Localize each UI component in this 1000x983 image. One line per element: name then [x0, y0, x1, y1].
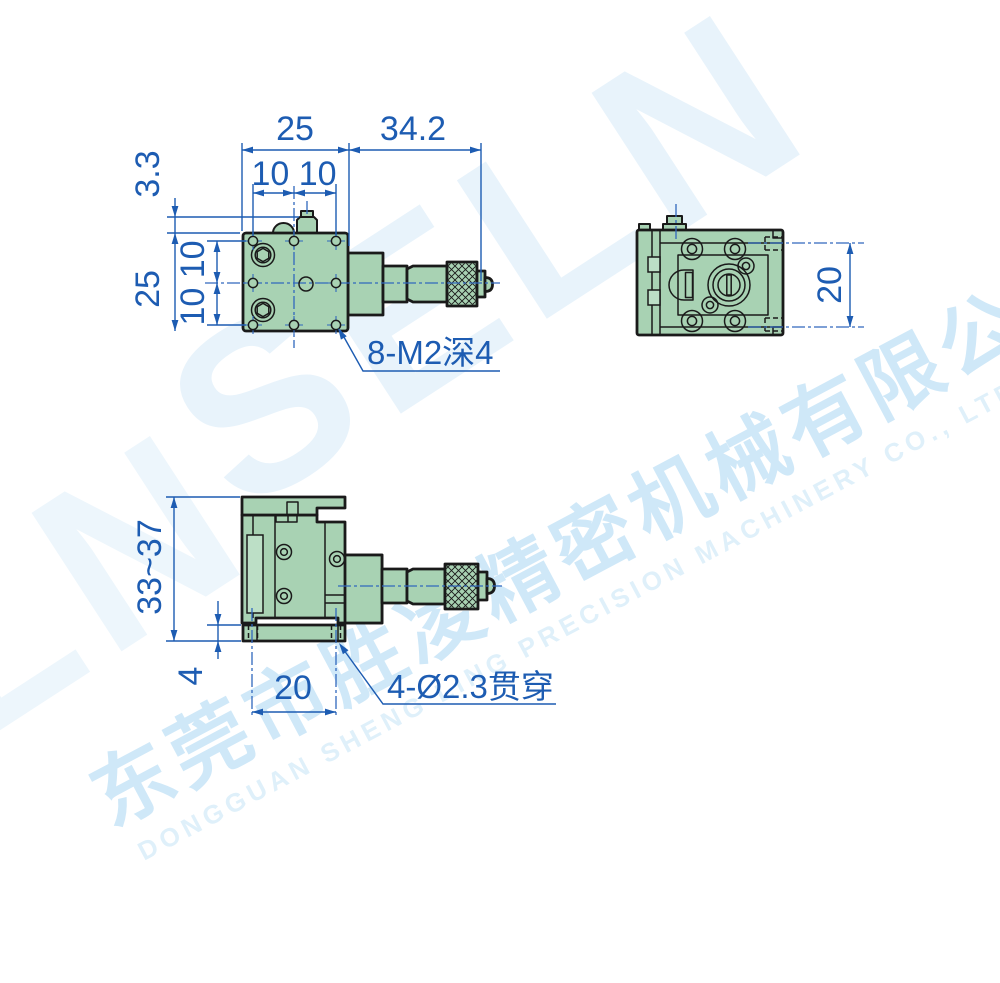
gib-notch: [647, 256, 661, 273]
micrometer-stem: [381, 264, 409, 304]
lock-knob-dome: [272, 222, 295, 234]
dim-top-hole-pitch: 10 10: [251, 155, 336, 193]
hidden-side-holes: [764, 236, 783, 332]
hex-screw: [250, 297, 276, 323]
leader-arrow-m2: [338, 328, 347, 340]
face-screw: [275, 543, 293, 561]
label-through-holes: 4-Ø2.3贯穿: [387, 668, 554, 705]
dim-top-knob-step: 3.3: [129, 150, 167, 197]
technical-drawing: 25 34.2 10 10 3.3 25 10 10 8-M2深4: [129, 110, 864, 718]
dim-top-width: 25: [276, 110, 314, 148]
corner-screw: [680, 309, 704, 333]
side-recess: [246, 534, 264, 614]
lock-knob: [296, 216, 318, 234]
dowel-hole: [737, 257, 755, 275]
corner-step: [772, 230, 783, 239]
dovetail-bracket-inner: [684, 271, 694, 299]
extension-lines-front-view: [166, 496, 337, 718]
side-knob-top: [666, 215, 683, 225]
dowel-hole: [701, 296, 719, 314]
dim-top-hole-pitch-left: 10 10: [174, 240, 212, 325]
stage-body-side: [635, 228, 785, 337]
hidden-base-holes: [247, 625, 342, 641]
label-tapped-holes: 8-M2深4: [367, 334, 494, 371]
base-flange: [241, 623, 347, 643]
dovetail-bracket: [668, 269, 694, 301]
dimension-arrows-top-view: [171, 146, 481, 331]
dim-front-base-height: 4: [172, 667, 210, 686]
micrometer-mount: [346, 251, 385, 317]
micrometer-tip: [483, 276, 494, 293]
dim-front-base-hole-span: 20: [274, 669, 312, 707]
central-boss-screw: [707, 263, 751, 307]
micrometer-mount-front: [343, 553, 384, 625]
knurl-texture: [448, 263, 476, 305]
face-screw: [275, 587, 293, 605]
leader-line-m2: [339, 329, 500, 372]
dim-top-micrometer-length: 34.2: [380, 110, 446, 148]
top-view: 25 34.2 10 10 3.3 25 10 10 8-M2深4: [129, 110, 500, 372]
dim-top-height: 25: [129, 270, 167, 308]
hex-screw: [250, 242, 276, 268]
face-plate-frame: [677, 254, 769, 316]
corner-screw: [680, 237, 704, 261]
center-hole: [298, 276, 314, 292]
side-view: 20: [635, 204, 864, 337]
micrometer-barrel: [405, 264, 449, 304]
dim-front-height-range: 33~37: [131, 519, 169, 615]
corner-screw: [723, 237, 747, 261]
dimension-arrows-front-view: [170, 497, 336, 716]
front-view: 33~37 4 20 4-Ø2.3贯穿: [131, 495, 556, 718]
leader-arrow-through-holes: [339, 643, 349, 655]
moving-table-plate: [240, 495, 347, 517]
corner-screw: [723, 309, 747, 333]
gib-screw: [275, 514, 298, 523]
leader-line-through-holes: [340, 645, 556, 705]
dim-side-hole-span: 20: [811, 266, 849, 304]
gib-notch: [647, 289, 661, 306]
